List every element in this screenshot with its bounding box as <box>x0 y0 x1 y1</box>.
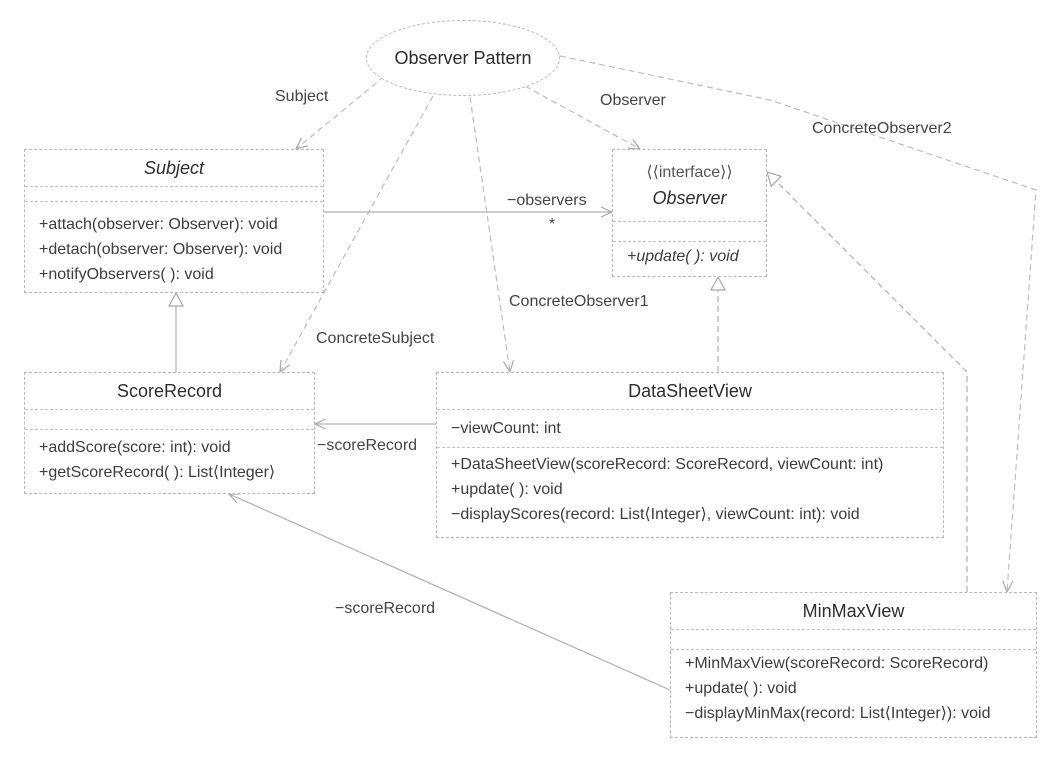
role-label-observer: Observer <box>600 92 666 109</box>
interface-observer[interactable]: ⟨⟨interface⟩⟩ Observer +update( ): void <box>612 149 767 277</box>
operations-compartment: +addScore(score: int): void +getScoreRec… <box>25 430 314 485</box>
class-datasheetview[interactable]: DataSheetView −viewCount: int +DataSheet… <box>436 372 944 538</box>
class-name: MinMaxView <box>671 593 1036 630</box>
attributes-compartment <box>25 410 314 430</box>
role-binding-observer <box>524 85 642 150</box>
operation: +update( ): void <box>685 680 797 697</box>
operation: +attach(observer: Observer): void <box>39 216 278 233</box>
collaboration-name: Observer Pattern <box>394 47 532 68</box>
role-binding-concrete-observer2 <box>559 55 1037 594</box>
attribute: −viewCount: int <box>451 420 561 437</box>
association-multiplicity: * <box>549 216 556 233</box>
role-binding-concrete-observer1 <box>469 96 514 374</box>
realization-minmaxview-observer <box>766 171 968 592</box>
association-role-scorerecord-2: −scoreRecord <box>335 600 436 617</box>
role-label-concrete-subject: ConcreteSubject <box>316 330 435 347</box>
operation: +getScoreRecord( ): List⟨Integer⟩ <box>39 464 276 481</box>
interface-name: Observer <box>652 188 727 208</box>
attributes-compartment: −viewCount: int <box>437 410 943 448</box>
stereotype: ⟨⟨interface⟩⟩ <box>646 164 733 181</box>
role-label-concrete-observer2: ConcreteObserver2 <box>812 120 952 137</box>
class-minmaxview[interactable]: MinMaxView +MinMaxView(scoreRecord: Scor… <box>670 592 1037 738</box>
attributes-compartment <box>613 222 766 242</box>
operation: +notifyObservers( ): void <box>39 266 214 283</box>
class-scorerecord[interactable]: ScoreRecord +addScore(score: int): void … <box>24 372 315 494</box>
operation: +MinMaxView(scoreRecord: ScoreRecord) <box>685 655 989 672</box>
class-name: Subject <box>25 150 323 187</box>
role-label-subject: Subject <box>275 88 329 105</box>
role-binding-concrete-subject <box>279 95 434 374</box>
operation: +addScore(score: int): void <box>39 439 231 456</box>
operations-compartment: +attach(observer: Observer): void +detac… <box>25 202 323 287</box>
attributes-compartment <box>671 630 1036 650</box>
operation: +detach(observer: Observer): void <box>39 241 283 258</box>
association-role-observers: −observers <box>507 192 587 209</box>
operations-compartment: +DataSheetView(scoreRecord: ScoreRecord,… <box>437 448 943 527</box>
interface-header: ⟨⟨interface⟩⟩ Observer <box>613 150 766 222</box>
association-minmax-scorerecord <box>227 493 671 691</box>
association-role-scorerecord-1: −scoreRecord <box>317 437 418 454</box>
role-binding-subject <box>294 69 393 150</box>
class-subject[interactable]: Subject +attach(observer: Observer): voi… <box>24 149 324 293</box>
class-name: DataSheetView <box>437 373 943 410</box>
class-name: ScoreRecord <box>25 373 314 410</box>
collaboration-observer-pattern[interactable]: Observer Pattern <box>366 20 560 96</box>
operation: +update( ): void <box>627 248 739 265</box>
operation: +update( ): void <box>451 481 563 498</box>
operation: −displayScores(record: List⟨Integer⟩, vi… <box>451 506 860 523</box>
operations-compartment: +MinMaxView(scoreRecord: ScoreRecord) +u… <box>671 650 1036 726</box>
role-label-concrete-observer1: ConcreteObserver1 <box>509 293 649 310</box>
operation: −displayMinMax(record: List⟨Integer⟩): v… <box>685 705 991 722</box>
operation: +DataSheetView(scoreRecord: ScoreRecord,… <box>451 456 884 473</box>
operations-compartment: +update( ): void <box>613 242 766 269</box>
attributes-compartment <box>25 187 323 202</box>
